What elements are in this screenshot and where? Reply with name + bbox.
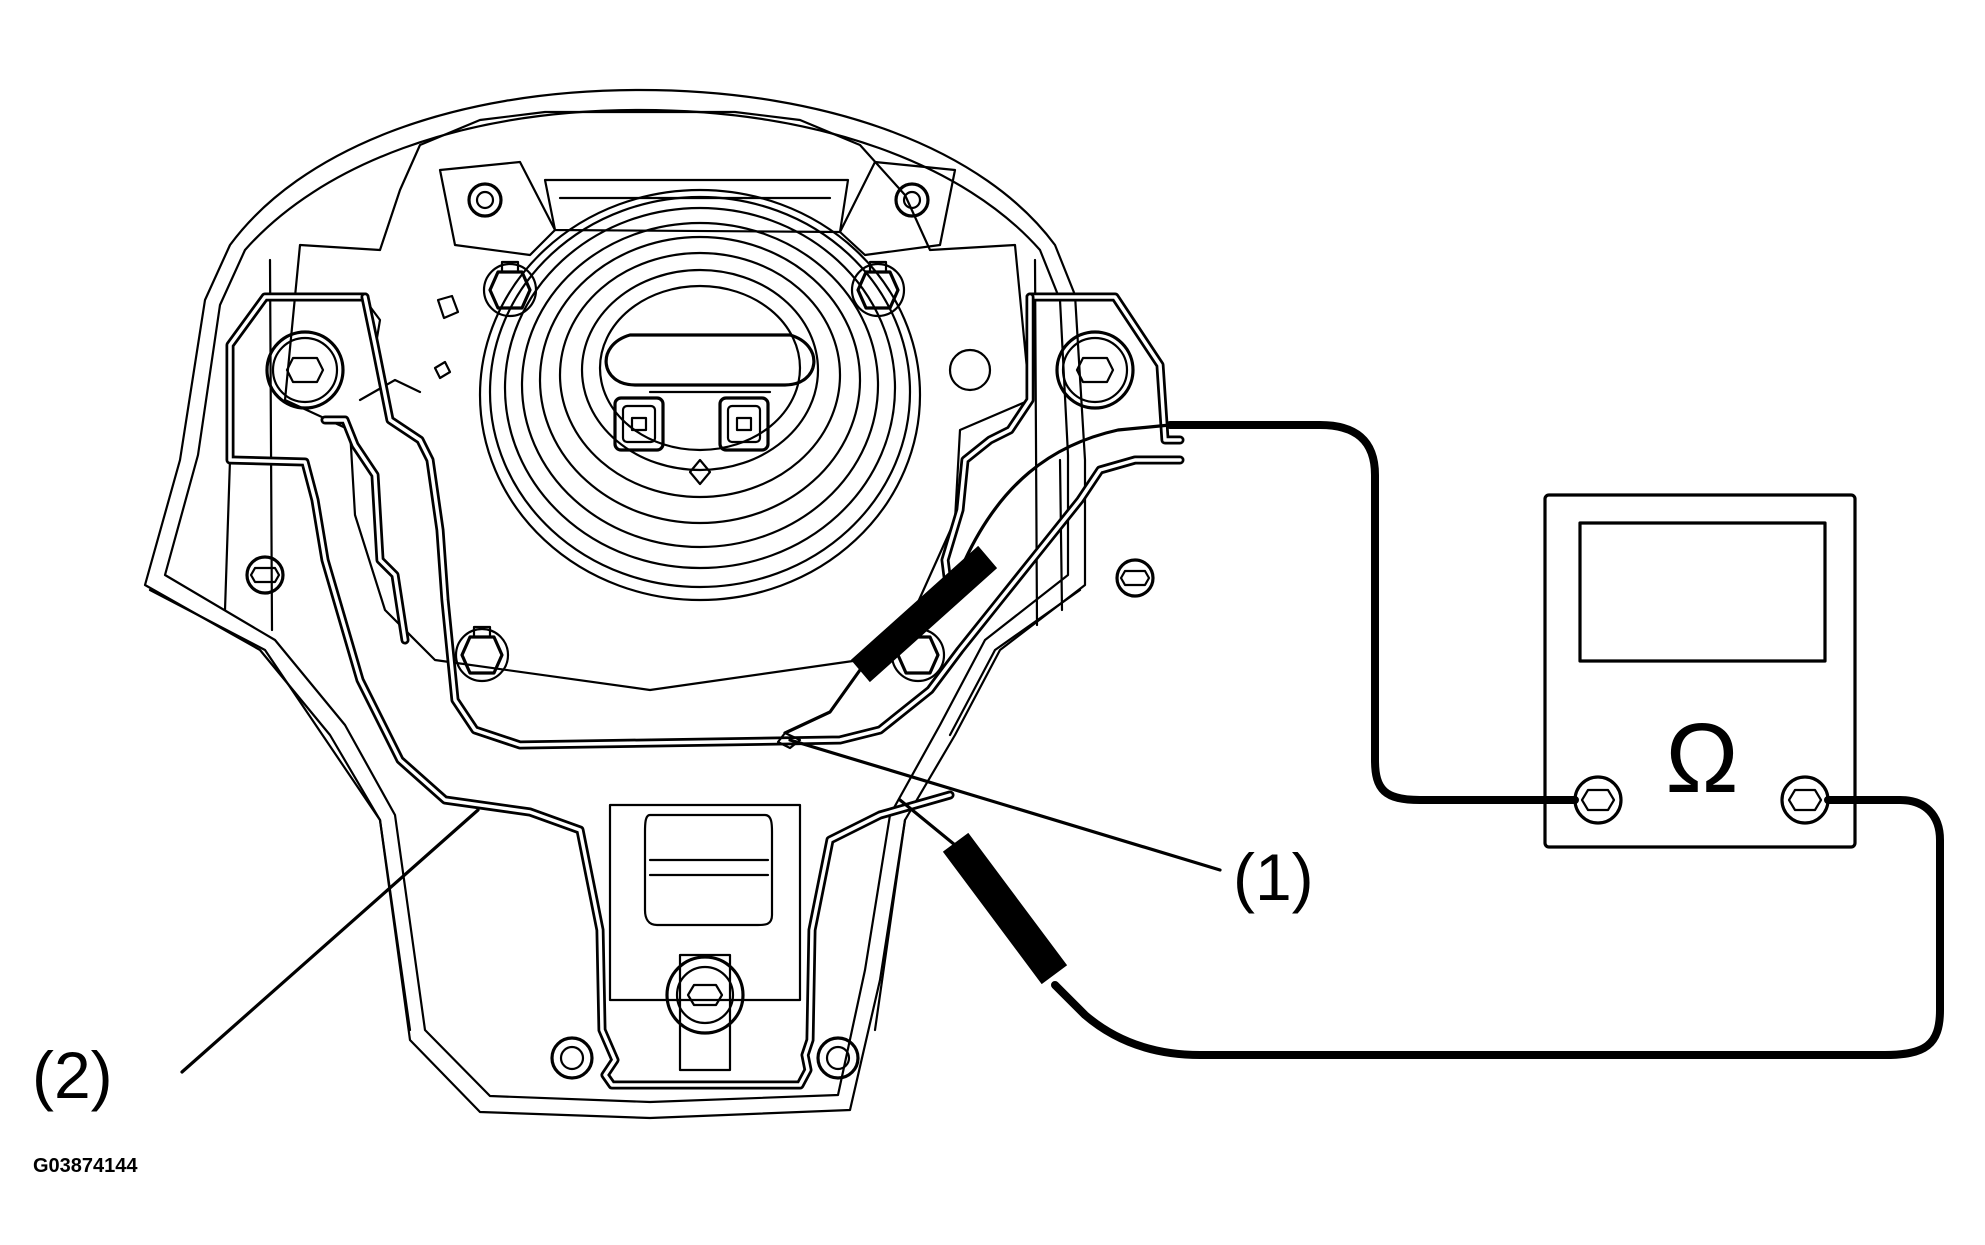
connector-left xyxy=(613,396,665,452)
mounting-nut-upper-left xyxy=(482,260,538,318)
test-lead-2 xyxy=(898,796,1944,1059)
mounting-nut-lower-left xyxy=(454,625,510,683)
ohmmeter-unit-symbol: Ω xyxy=(1665,703,1738,813)
lower-nut-left xyxy=(550,1036,594,1080)
lower-spoke-bracket xyxy=(608,803,802,1072)
ohmmeter: Ω xyxy=(1543,493,1857,849)
steering-pad-housing xyxy=(143,88,1087,1120)
test-lead-1 xyxy=(776,421,1579,804)
small-nut-left xyxy=(245,555,285,595)
small-nut-right xyxy=(1115,558,1155,598)
figure-code: G03874144 xyxy=(33,1155,138,1177)
small-tab-left xyxy=(433,294,460,380)
bracket-bolt-right xyxy=(894,182,930,218)
side-bolt-left xyxy=(265,330,345,410)
mounting-nut-upper-right xyxy=(850,260,906,318)
callout-2: (2) xyxy=(32,808,480,1112)
callout-2-label: (2) xyxy=(32,1038,113,1112)
ohmmeter-terminal-negative xyxy=(1573,775,1623,825)
connector-right xyxy=(718,396,770,452)
inflator-module xyxy=(478,188,922,602)
lower-nut-right xyxy=(816,1036,860,1080)
callout-1-label: (1) xyxy=(1233,840,1314,914)
callout-1: (1) xyxy=(788,738,1314,914)
probe-2-grip xyxy=(942,832,1068,985)
bracket-bolt-left xyxy=(467,182,503,218)
tab-hole-right xyxy=(948,348,992,392)
probe-1-grip xyxy=(850,545,998,683)
side-bolt-right xyxy=(1055,330,1135,410)
ohmmeter-terminal-positive xyxy=(1780,775,1830,825)
ohmmeter-display xyxy=(1578,521,1827,663)
horn-wiring-harness xyxy=(225,292,1185,1090)
